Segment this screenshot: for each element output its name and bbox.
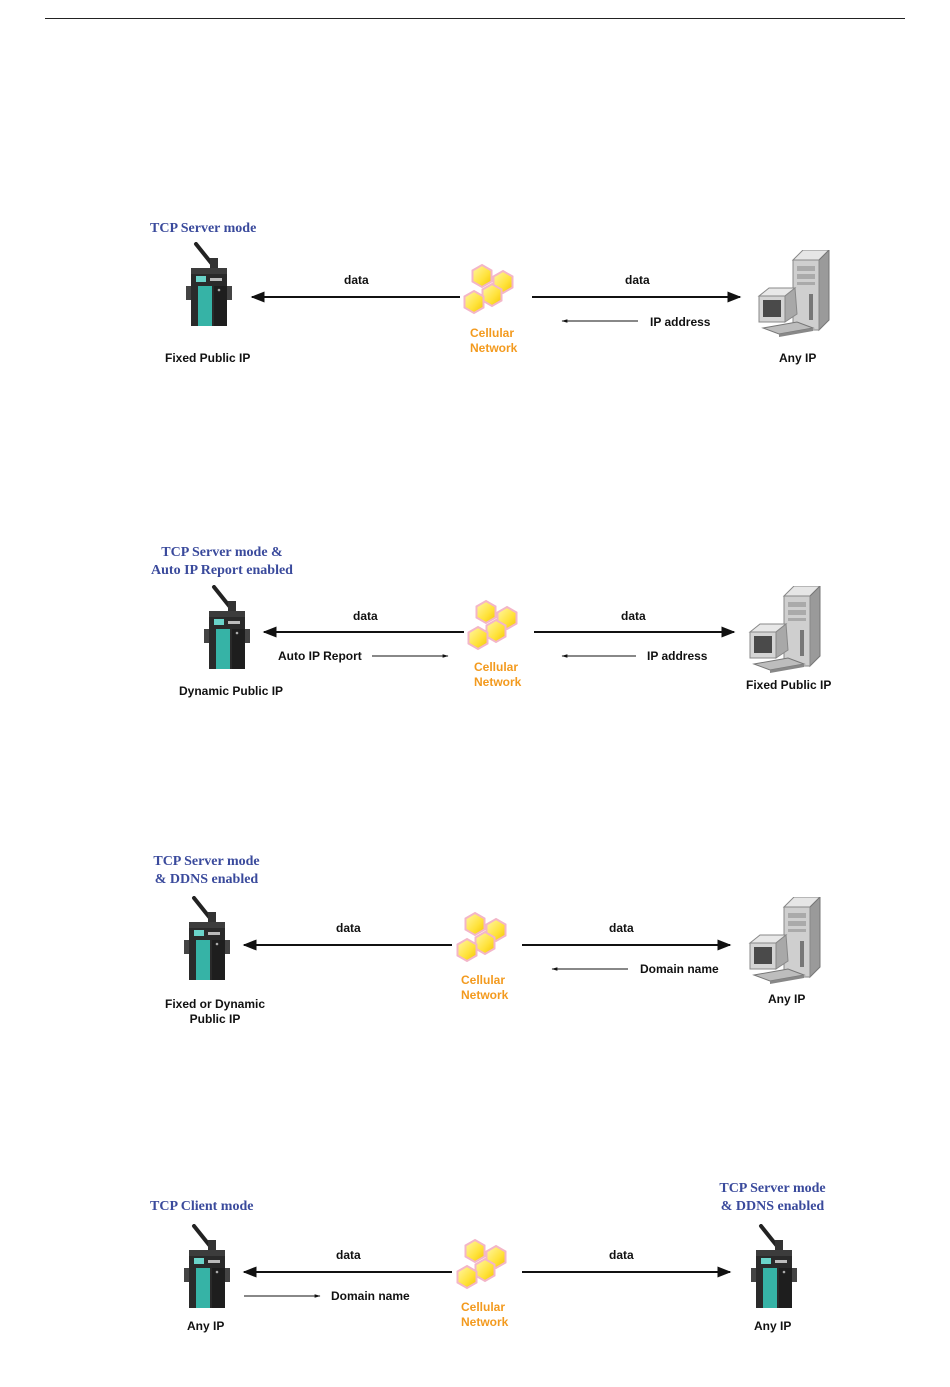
network-label-line-2: Network [461,1315,508,1330]
network-label: Cellular Network [461,1300,508,1330]
left-endpoint-label: Any IP [187,1319,224,1334]
network-label-line-1: Cellular [461,1300,508,1315]
data-label-right: data [609,1248,634,1263]
info-label-left: Domain name [331,1289,410,1304]
right-endpoint-label: Any IP [754,1319,791,1334]
data-label-left: data [336,1248,361,1263]
